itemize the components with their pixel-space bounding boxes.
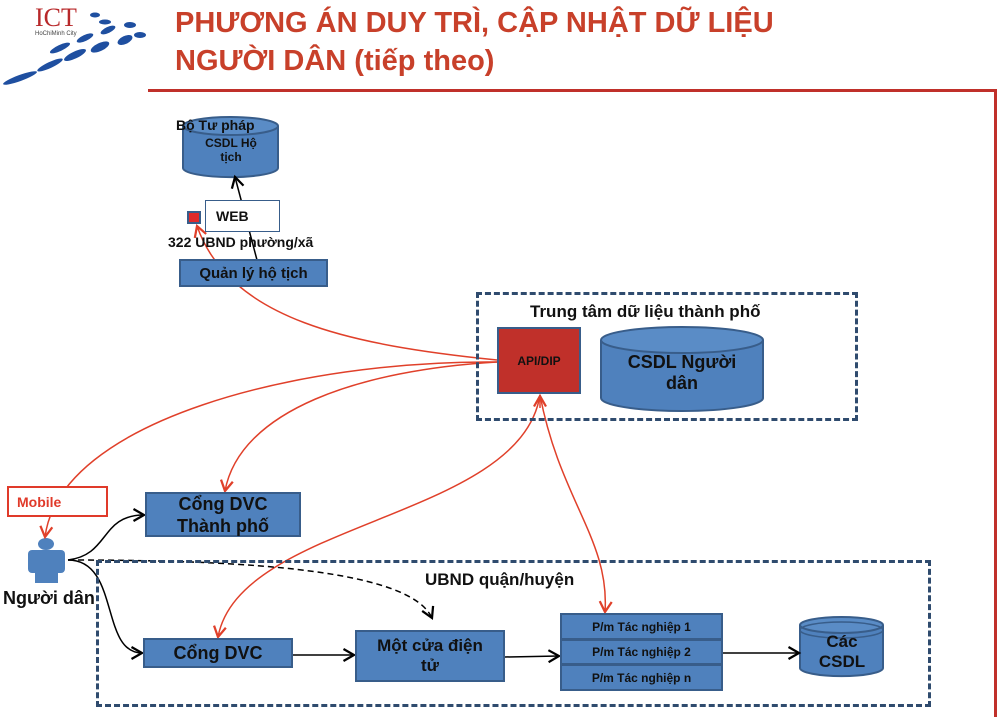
datacenter-title: Trung tâm dữ liệu thành phố bbox=[530, 302, 761, 321]
district-group bbox=[96, 560, 931, 707]
quan-ly-ho-tich-box: Quản lý hộ tịch bbox=[179, 259, 328, 287]
svg-text:HoChiMinh City: HoChiMinh City bbox=[35, 31, 77, 37]
cylinder-csdl-nguoi-dan bbox=[600, 326, 764, 412]
frame-right bbox=[994, 89, 997, 717]
datacenter-group bbox=[476, 292, 858, 421]
web-box: WEB bbox=[205, 200, 280, 232]
cac-csdl-label: Các CSDL bbox=[818, 632, 866, 671]
csdl-nguoi-dan-label: CSDL Người dân bbox=[627, 352, 737, 393]
person-icon bbox=[28, 538, 65, 583]
app-item: P/m Tác nghiệp n bbox=[560, 664, 723, 691]
csdl-ho-tich-label: CSDL Hộ tịch bbox=[205, 136, 257, 164]
web-port bbox=[187, 211, 201, 224]
cylinder-csdl-ho-tich bbox=[182, 116, 279, 179]
cylinder-cac-csdl bbox=[799, 616, 884, 678]
app-item: P/m Tác nghiệp 2 bbox=[560, 639, 723, 665]
ministry-label: Bộ Tư pháp bbox=[176, 117, 255, 133]
cong-dvc-thanh-pho-box: Cổng DVC Thành phố bbox=[145, 492, 301, 537]
wards-label: 322 UBND phường/xã bbox=[168, 234, 314, 250]
citizen-label: Người dân bbox=[3, 588, 95, 608]
logo: ICT HoChiMinh City bbox=[0, 0, 150, 85]
api-dip-box: API/DIP bbox=[497, 327, 581, 394]
svg-text:ICT: ICT bbox=[35, 3, 77, 32]
mobile-box: Mobile bbox=[7, 486, 108, 517]
app-item: P/m Tác nghiệp 1 bbox=[560, 613, 723, 640]
apps-stack: P/m Tác nghiệp 1 P/m Tác nghiệp 2 P/m Tá… bbox=[560, 613, 723, 691]
cong-dvc-box: Cổng DVC bbox=[143, 638, 293, 668]
mot-cua-dien-tu-box: Một cửa điện tử bbox=[355, 630, 505, 682]
district-title: UBND quận/huyện bbox=[425, 570, 575, 589]
frame-top bbox=[148, 89, 996, 92]
